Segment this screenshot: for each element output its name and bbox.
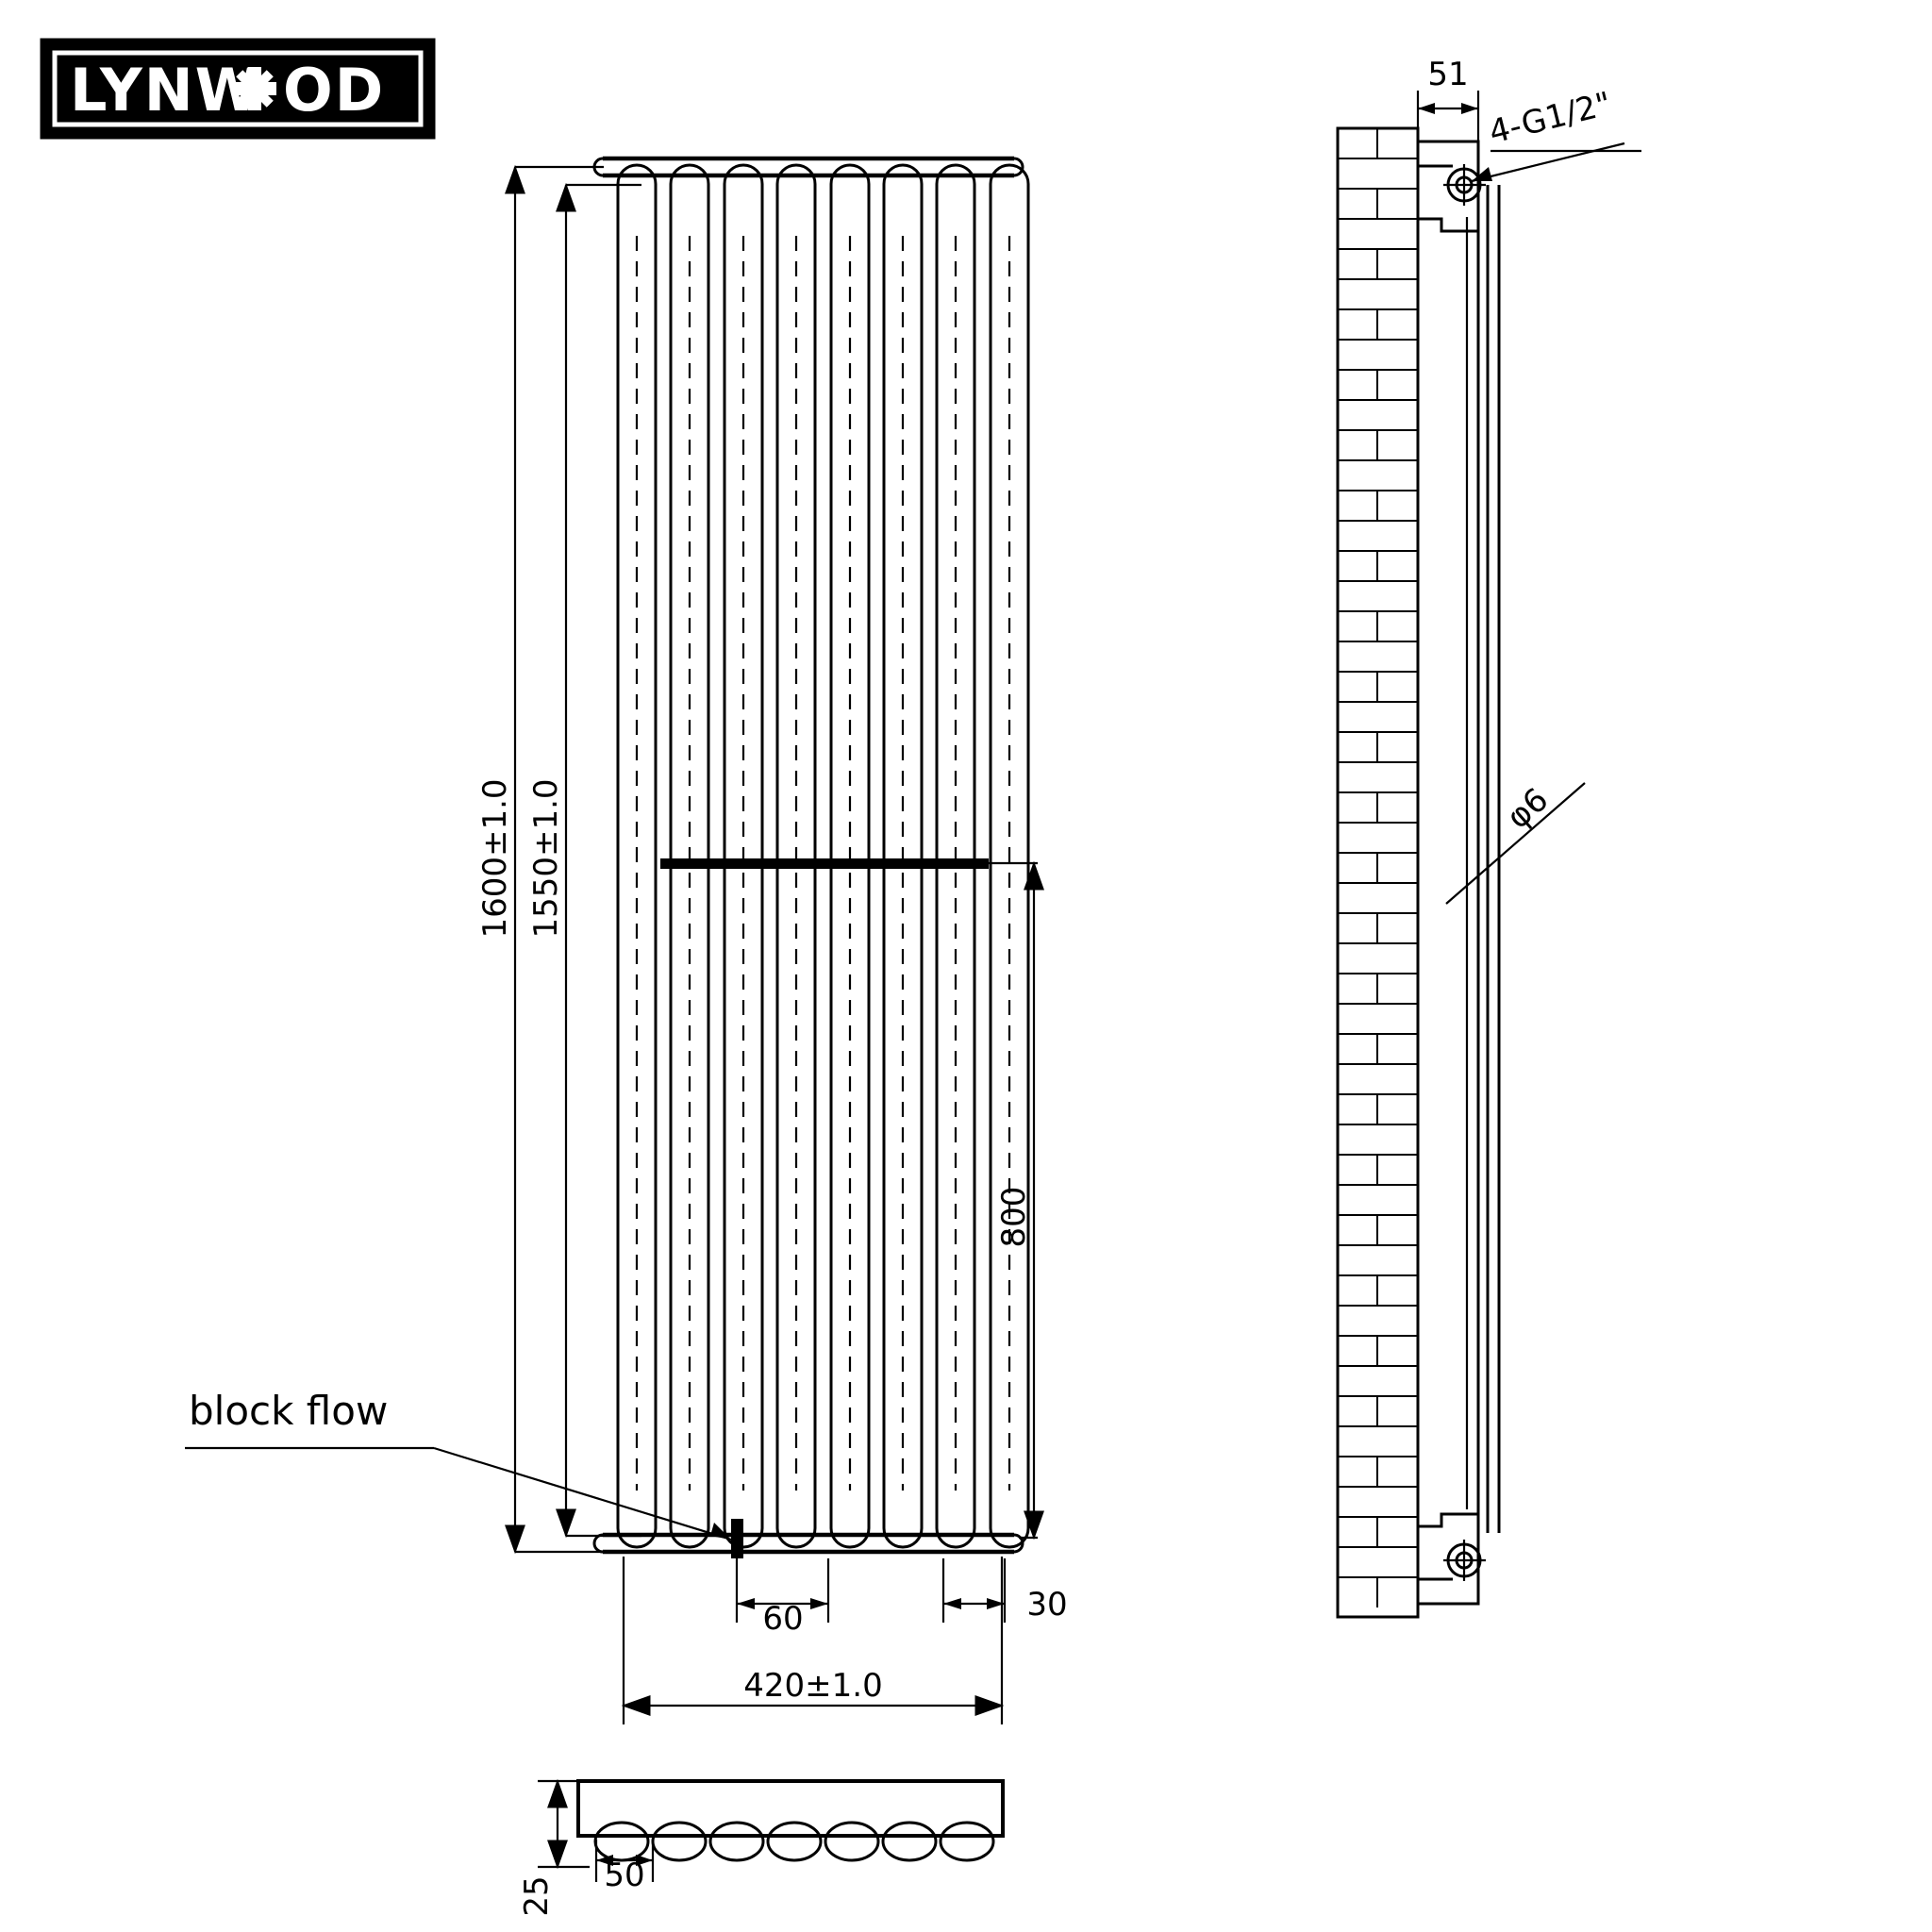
dim-tube-pitch: 60	[735, 1558, 830, 1638]
front-tube-group	[616, 163, 1030, 1549]
wall-brick-hatch	[1336, 126, 1420, 1619]
side-profile-body	[1465, 185, 1501, 1533]
front-tube-separators	[669, 163, 976, 1549]
side-top-bracket	[1418, 140, 1486, 233]
dim-profile-depth-label: 25	[518, 1875, 556, 1916]
dim-bracket-drop-label: 800	[995, 1187, 1033, 1248]
front-tube	[989, 163, 1030, 1549]
front-view	[592, 156, 1030, 1558]
dim-overall-height: 1600±1.0	[476, 164, 604, 1555]
front-top-header	[592, 156, 1024, 178]
front-tube	[616, 163, 658, 1549]
side-view: 51 4-G1/2" φ6	[1336, 56, 1641, 1619]
front-tube	[723, 163, 764, 1549]
dim-overall-width: 420±1.0	[621, 1557, 1005, 1724]
block-flow-label: block flow	[189, 1388, 388, 1434]
block-flow-annotation: block flow	[185, 1388, 732, 1541]
dim-side-depth: 51	[1416, 56, 1480, 143]
hole-dia-label: φ6	[1500, 781, 1556, 837]
front-tube	[882, 163, 924, 1549]
logo-text-left: LYNW	[70, 56, 261, 125]
top-section-view: 50 25	[518, 1778, 1005, 1917]
thread-spec-annotation: 4-G1/2"	[1471, 85, 1641, 183]
dim-tube-pitch-label: 60	[762, 1600, 803, 1638]
dim-bracket-drop: 800	[986, 860, 1044, 1541]
block-flow-marker	[731, 1519, 743, 1558]
dim-edge-offset-label: 30	[1026, 1586, 1067, 1624]
dim-profile-width: 50	[594, 1840, 655, 1894]
dim-center-height: 1550±1.0	[527, 182, 641, 1539]
dim-side-depth-label: 51	[1427, 56, 1468, 93]
dim-center-height-label: 1550±1.0	[527, 778, 565, 938]
dim-edge-offset: 30	[941, 1558, 1068, 1624]
union-jack-asterisk-icon	[233, 67, 276, 110]
logo-text-right: OD	[283, 56, 385, 125]
front-tube	[829, 163, 871, 1549]
dim-profile-width-label: 50	[604, 1857, 644, 1894]
top-section-outline	[576, 1779, 1005, 1838]
top-section-tube-ellipses	[593, 1821, 995, 1862]
dim-overall-width-label: 420±1.0	[743, 1667, 882, 1705]
dim-overall-height-label: 1600±1.0	[476, 778, 514, 938]
dim-profile-depth: 25	[518, 1778, 590, 1917]
thread-spec-label: 4-G1/2"	[1486, 85, 1616, 152]
side-bottom-bracket	[1418, 1512, 1486, 1606]
front-divider-bar	[660, 858, 989, 869]
